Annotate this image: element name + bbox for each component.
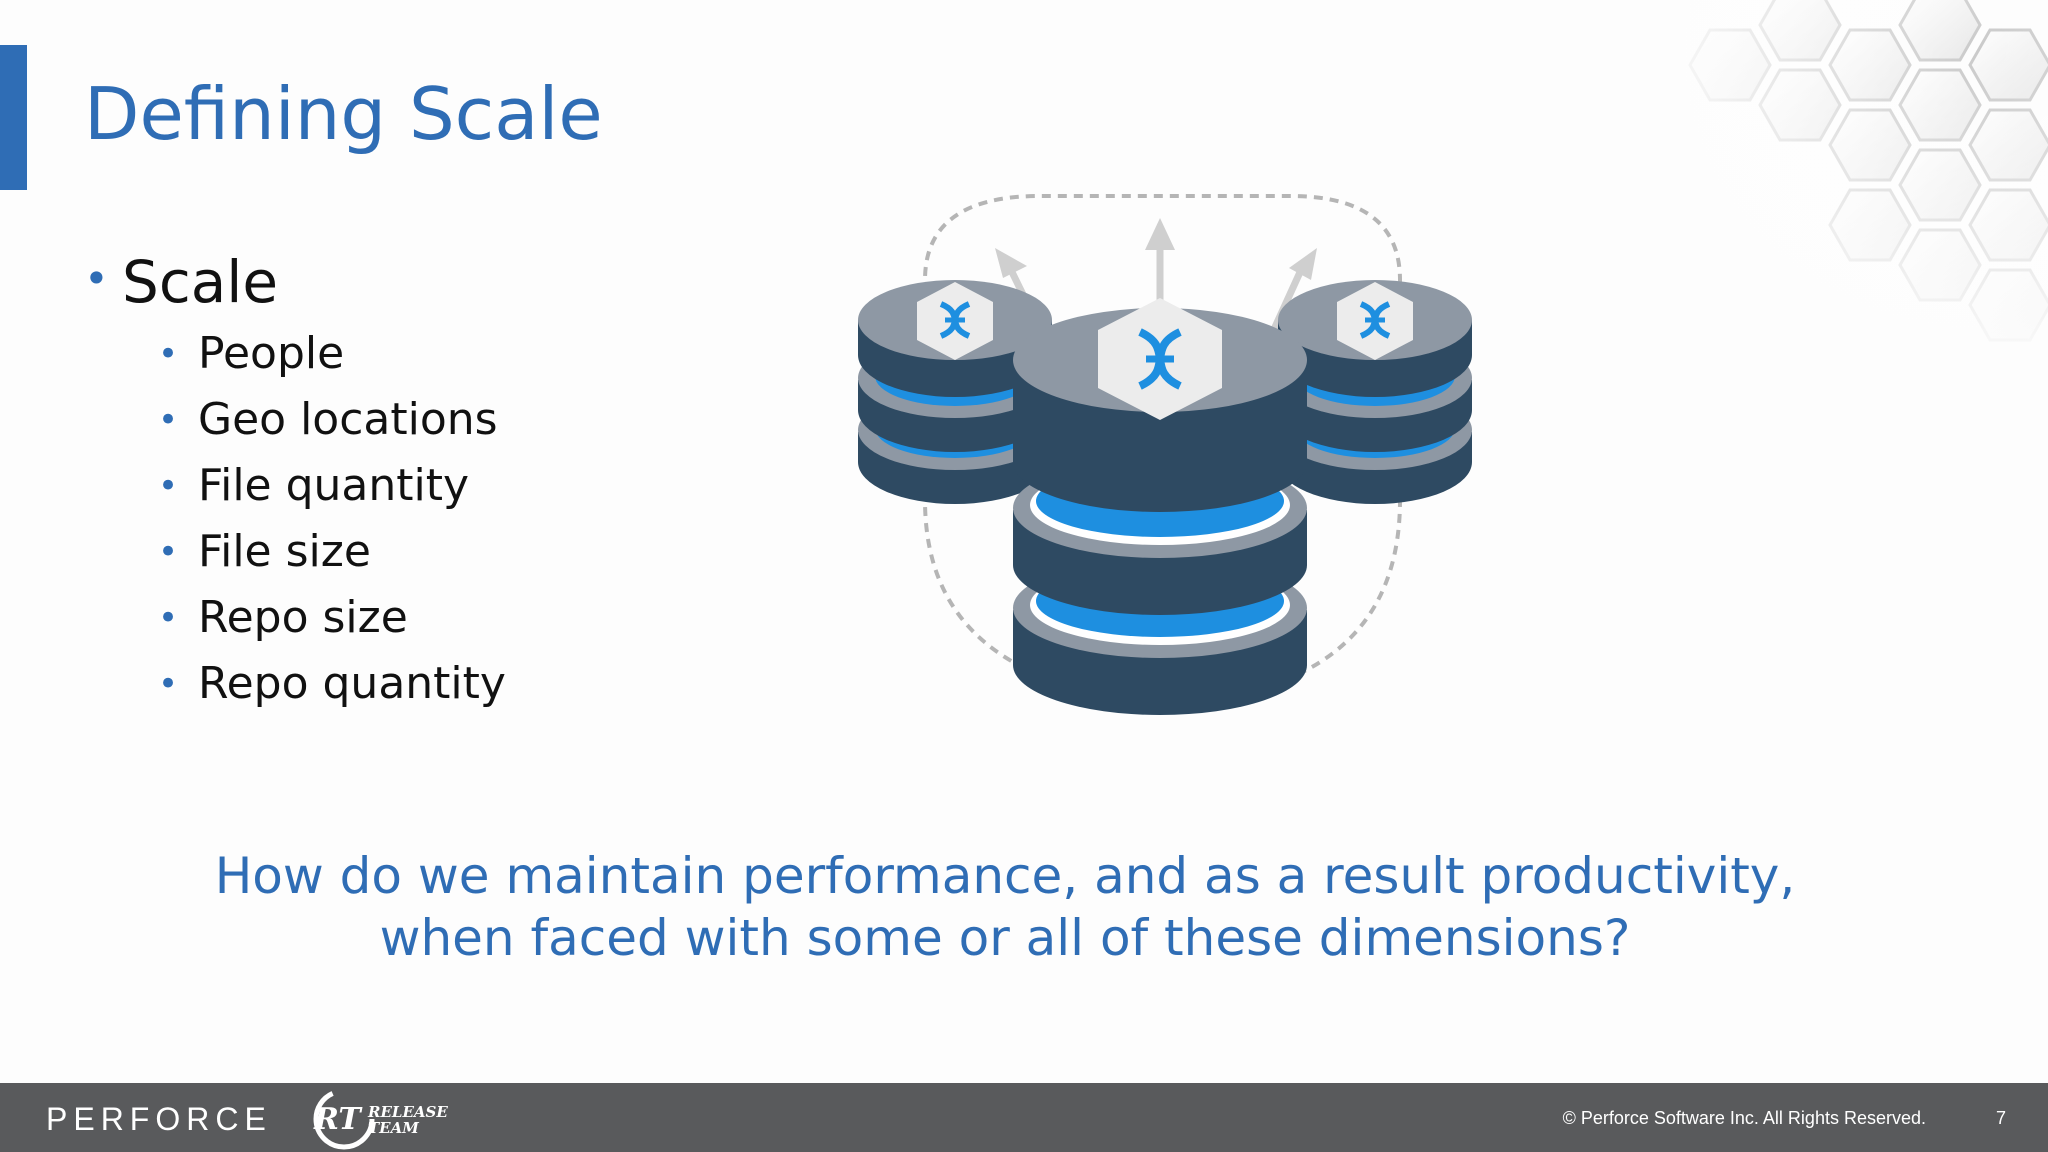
dna-hex-icon xyxy=(1337,282,1413,360)
closing-question: How do we maintain performance, and as a… xyxy=(0,845,2010,969)
dna-hex-icon xyxy=(1098,298,1222,420)
bullet-dot-icon: • xyxy=(158,466,179,506)
sub-bullet-text: Geo locations xyxy=(198,394,498,445)
sub-bullet-text: People xyxy=(198,328,345,379)
svg-text:TEAM: TEAM xyxy=(368,1119,419,1137)
sub-bullet-text: File quantity xyxy=(198,460,470,511)
release-team-logo-icon: RT RELEASE TEAM xyxy=(313,1088,448,1150)
bullet-dot-icon: • xyxy=(158,400,179,440)
footer-bar: PERFORCE RT RELEASE TEAM © Perforce Soft… xyxy=(0,1083,2048,1152)
svg-text:RELEASE: RELEASE xyxy=(367,1103,448,1121)
svg-text:RT: RT xyxy=(313,1102,363,1137)
bullet-dot-icon: • xyxy=(158,598,179,638)
scaling-database-servers-icon xyxy=(858,194,1472,715)
perforce-logo: PERFORCE xyxy=(46,1101,272,1137)
sub-bullet-text: Repo quantity xyxy=(198,658,506,709)
dna-hex-icon xyxy=(917,282,993,360)
dashed-boundary xyxy=(923,194,1402,692)
main-bullet-text: Scale xyxy=(122,248,279,316)
sub-bullet-text: Repo size xyxy=(198,592,408,643)
slide-title: Defining Scale xyxy=(84,72,603,156)
sub-bullet-text: File size xyxy=(198,526,371,577)
database-center-icon xyxy=(1013,308,1307,715)
copyright-text: © Perforce Software Inc. All Rights Rese… xyxy=(1562,1108,1926,1128)
title-accent-bar xyxy=(0,45,27,190)
bullet-dot-icon: • xyxy=(158,664,179,704)
question-line: when faced with some or all of these dim… xyxy=(379,909,1631,967)
bullet-dot-icon: • xyxy=(158,532,179,572)
question-line: How do we maintain performance, and as a… xyxy=(214,847,1796,905)
hexagon-pattern-icon xyxy=(1650,0,2048,360)
bullet-dot-icon: • xyxy=(84,254,109,303)
page-number: 7 xyxy=(1995,1108,2006,1128)
bullet-dot-icon: • xyxy=(158,334,179,374)
